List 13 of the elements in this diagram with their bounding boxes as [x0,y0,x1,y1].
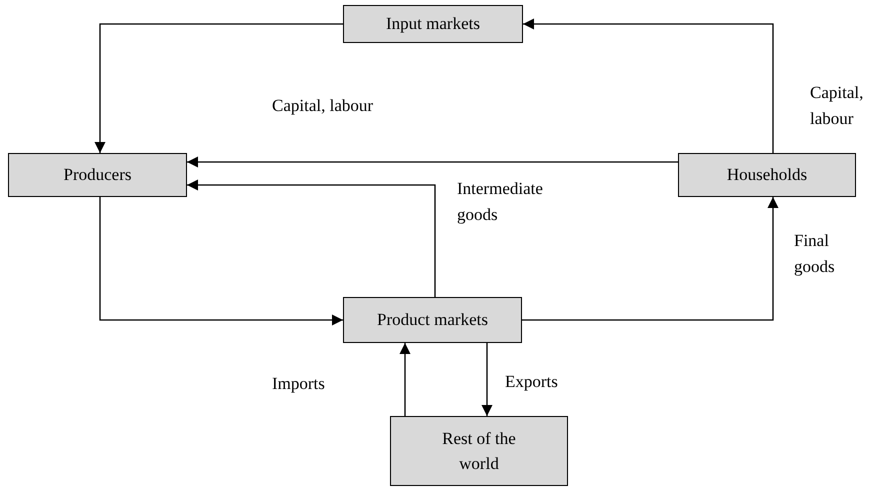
process-box: Households [678,153,856,197]
arrow [187,156,678,168]
arrow [94,23,343,153]
process-box: Product markets [343,297,522,343]
process-box: Input markets [343,5,523,43]
arrow [99,197,343,326]
arrow [400,343,410,416]
process-box: Producers [8,153,187,197]
arrow [187,180,436,297]
arrow [482,343,492,416]
arrow [523,18,774,153]
process-box: Rest of the world [390,416,568,486]
arrow [522,197,778,321]
